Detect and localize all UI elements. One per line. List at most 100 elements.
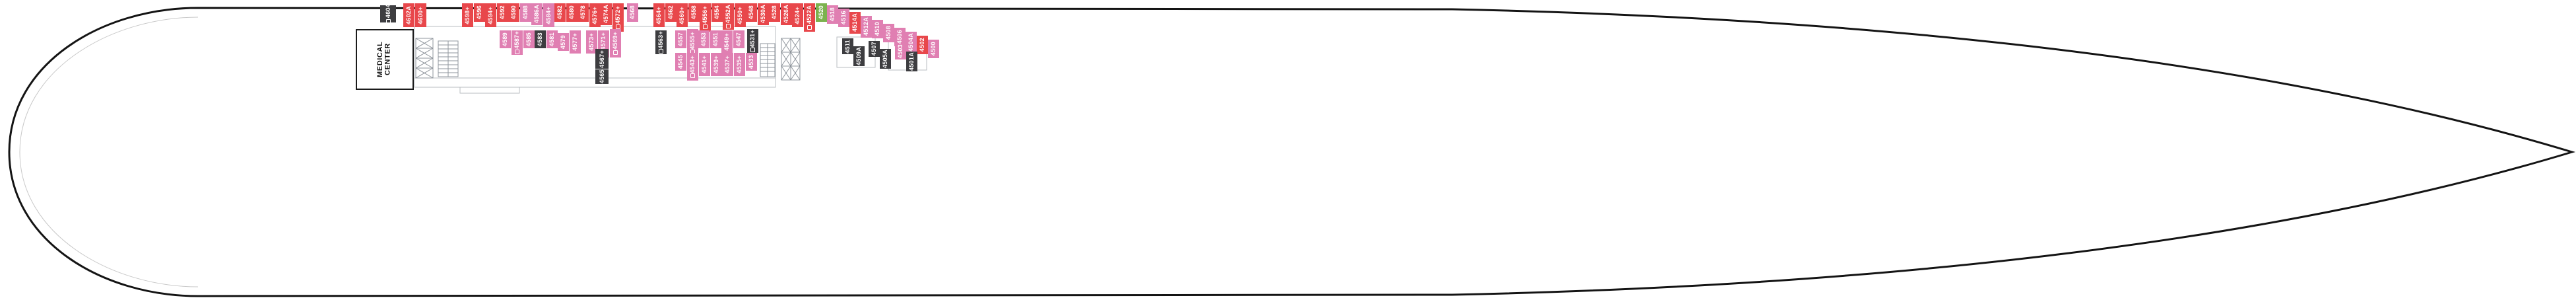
cabin-4543[interactable]: 4543+	[687, 53, 698, 81]
cabin-4604[interactable]: 4604	[380, 4, 396, 24]
cabin-number: 4563+	[657, 30, 664, 49]
accessible-icon	[515, 49, 519, 54]
cabin-4530A[interactable]: 4530A	[758, 3, 769, 25]
cabin-4502[interactable]: 4502	[917, 36, 928, 54]
cabin-number: 4572+	[614, 6, 621, 24]
cabin-number: 4592	[499, 5, 506, 20]
cabin-4592[interactable]: 4592	[497, 3, 508, 22]
cabin-number: 4571+	[600, 32, 607, 50]
cabin-number: 4581	[548, 32, 555, 47]
cabin-4537[interactable]: 4537+	[722, 53, 733, 76]
cabin-4567[interactable]: 4567+	[595, 49, 609, 69]
cabin-4549[interactable]: 4549+	[721, 30, 733, 54]
cabin-number: 4568	[629, 5, 636, 20]
cabin-number: 4506	[896, 30, 903, 44]
cabin-4600[interactable]: 4600+	[415, 3, 426, 27]
cabin-4509A[interactable]: 4509A	[853, 46, 865, 66]
cabin-number: 4502	[919, 38, 925, 52]
cabin-4585[interactable]: 4585	[523, 30, 535, 48]
cabin-number: 4586A	[533, 5, 540, 24]
cabin-4556[interactable]: 4556+	[700, 3, 711, 32]
cabin-4518[interactable]: 4518	[827, 5, 838, 24]
cabin-4500[interactable]: 4500	[928, 40, 939, 58]
cabin-4505A[interactable]: 4505A	[880, 49, 891, 69]
cabin-4590[interactable]: 4590	[508, 3, 519, 22]
cabin-4512A[interactable]: 4512A	[861, 16, 872, 38]
cabin-4528[interactable]: 4528	[769, 3, 780, 22]
cabin-number: 4555+	[689, 31, 696, 50]
cabin-4602A[interactable]: 4602A	[403, 3, 414, 27]
cabin-4581[interactable]: 4581	[546, 30, 558, 48]
cabin-4598[interactable]: 4598+	[462, 3, 473, 27]
cabin-4516[interactable]: 4516	[838, 9, 849, 27]
cabin-4511[interactable]: 4511	[842, 38, 853, 54]
cabin-4548[interactable]: 4548	[746, 3, 757, 22]
cabin-4560[interactable]: 4560+	[677, 3, 688, 27]
elevator-icon-forward	[781, 38, 801, 81]
cabin-4580[interactable]: 4580	[566, 3, 578, 22]
accessible-icon	[726, 24, 731, 29]
cabin-4574A[interactable]: 4574A	[601, 3, 612, 25]
cabin-4576[interactable]: 4576+	[589, 3, 601, 27]
cabin-4535[interactable]: 4535+	[734, 53, 745, 76]
cabin-4589[interactable]: 4589	[500, 30, 511, 48]
accessible-icon	[385, 19, 391, 24]
cabin-4579[interactable]: 4579	[558, 33, 569, 51]
cabin-number: 4565	[598, 69, 605, 84]
cabin-4506[interactable]: 4506	[894, 28, 906, 46]
cabin-4539[interactable]: 4539+	[711, 53, 722, 76]
cabin-4551[interactable]: 4551	[710, 30, 721, 48]
cabin-4526A[interactable]: 4526A	[781, 3, 792, 25]
cabin-4558[interactable]: 4558	[688, 3, 700, 22]
cabin-4586A[interactable]: 4586A	[531, 3, 543, 25]
cabin-4554[interactable]: 4554	[711, 3, 723, 22]
cabin-4572[interactable]: 4572+	[612, 3, 624, 32]
cabin-4578[interactable]: 4578	[578, 3, 589, 22]
cabin-4533[interactable]: 4533	[746, 53, 757, 71]
cabin-4569[interactable]: 4569+	[610, 29, 621, 57]
cabin-4596[interactable]: 4596	[474, 3, 485, 22]
cabin-4547[interactable]: 4547	[733, 30, 744, 48]
accessible-icon	[807, 24, 812, 30]
cabin-4562[interactable]: 4562	[665, 3, 677, 22]
cabin-4565[interactable]: 4565	[595, 69, 609, 84]
cabin-4504A[interactable]: 4504A	[906, 32, 917, 54]
cabin-4587[interactable]: 4587+	[512, 30, 523, 55]
cabin-4541[interactable]: 4541+	[699, 53, 710, 76]
cabin-number: 4541+	[701, 56, 708, 73]
cabin-4550[interactable]: 4550+	[735, 3, 746, 27]
cabin-4524[interactable]: 4524+	[792, 3, 803, 27]
cabin-4531[interactable]: 4531+	[747, 29, 758, 53]
cabin-4582[interactable]: 4582	[554, 3, 566, 22]
cabin-4510[interactable]: 4510	[872, 20, 883, 38]
cabin-4507[interactable]: 4507	[869, 41, 880, 57]
cabin-4573[interactable]: 4573+	[586, 30, 597, 54]
accessible-icon	[659, 49, 663, 54]
cabin-number: 4520	[818, 5, 824, 20]
cabin-4564[interactable]: 4564+	[653, 3, 665, 27]
cabin-number: 4514A	[851, 13, 858, 32]
cabin-4577[interactable]: 4577+	[570, 30, 581, 54]
cabin-4520[interactable]: 4520	[816, 3, 827, 22]
cabin-4568[interactable]: 4568	[627, 3, 638, 22]
cabin-4508[interactable]: 4508	[883, 24, 894, 42]
cabin-4503[interactable]: 4503	[895, 44, 906, 59]
cabin-number: 4557	[677, 32, 684, 47]
cabin-4594[interactable]: 4594+	[485, 3, 496, 27]
cabin-number: 4578	[579, 5, 586, 20]
cabin-4501A[interactable]: 4501A	[906, 52, 917, 71]
cabin-number: 4554	[713, 5, 720, 20]
cabin-4514A[interactable]: 4514A	[849, 12, 861, 34]
cabin-4588[interactable]: 4588	[520, 3, 531, 22]
cabin-number: 4531+	[749, 29, 756, 48]
cabin-4583[interactable]: 4583	[535, 30, 546, 48]
cabin-4563[interactable]: 4563+	[655, 30, 667, 54]
cabin-4584[interactable]: 4584+	[543, 3, 554, 27]
stairs-icon-aft	[438, 40, 459, 77]
cabin-4552A[interactable]: 4552A	[723, 3, 734, 30]
cabin-4553[interactable]: 4553	[698, 30, 710, 48]
cabin-4557[interactable]: 4557	[675, 30, 686, 48]
cabin-4545[interactable]: 4545	[675, 53, 686, 71]
cabin-4522A[interactable]: 4522A	[804, 3, 815, 32]
